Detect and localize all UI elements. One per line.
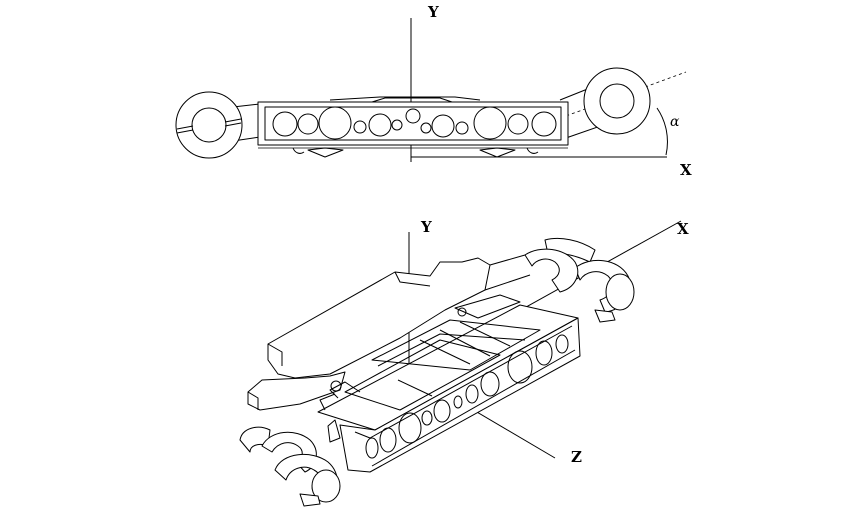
top-angle-label: α	[670, 114, 680, 130]
top-left-wheelset	[175, 91, 261, 159]
iso-side-bracket	[247, 257, 491, 411]
iso-view: Y X Z	[239, 218, 689, 507]
iso-x-label: X	[677, 220, 689, 238]
top-bogie-frame	[257, 96, 569, 158]
top-x-label: X	[680, 161, 692, 179]
top-view: Y X α	[175, 3, 692, 179]
iso-main-frame	[317, 294, 581, 473]
iso-front-wheelset	[239, 426, 341, 507]
top-angle-arc	[656, 107, 668, 156]
iso-z-label: Z	[571, 448, 582, 466]
top-right-wheelset	[559, 67, 651, 139]
top-angle-line	[554, 71, 687, 121]
top-y-label: Y	[427, 3, 439, 21]
iso-rear-wheelset	[484, 237, 635, 323]
iso-y-label: Y	[420, 218, 432, 236]
